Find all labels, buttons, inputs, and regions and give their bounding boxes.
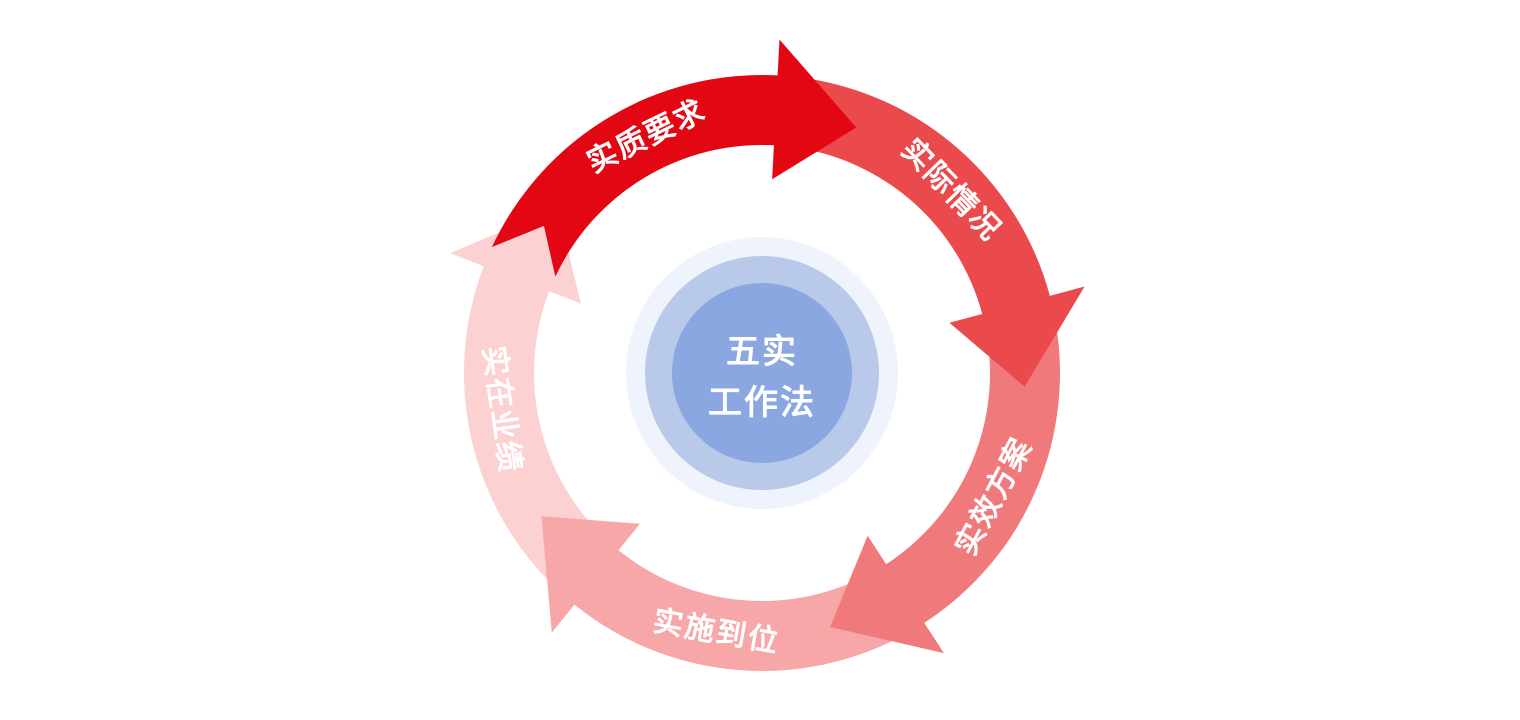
cycle-arrow-5	[450, 207, 607, 591]
cycle-arrow-1	[491, 39, 857, 277]
cycle-arrow-4	[541, 516, 907, 672]
center-emblem: 五实 工作法	[626, 237, 898, 509]
cycle-arrow-3	[830, 316, 1060, 654]
center-inner-circle	[672, 283, 852, 463]
center-title-line2: 工作法	[708, 383, 816, 423]
center-title-line1: 五实	[726, 332, 798, 372]
cycle-arrow-2	[789, 77, 1085, 387]
segments-layer	[450, 39, 1085, 672]
